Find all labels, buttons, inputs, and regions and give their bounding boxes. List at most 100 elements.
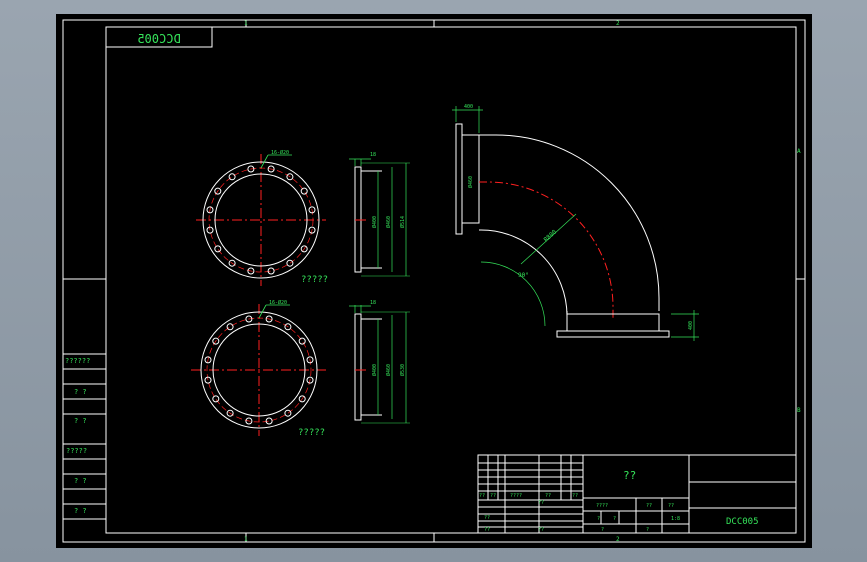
title-block-drawing-code: DCC005 — [726, 517, 759, 527]
bolt-hole — [247, 165, 255, 173]
tb-cell: ?? — [668, 503, 674, 509]
flange-inner-circle — [214, 173, 308, 267]
bolt-hole — [267, 165, 275, 173]
bolt-hole — [204, 356, 212, 364]
zone-label-bottom-1: 1 — [244, 536, 248, 543]
elbow-inner-wall — [479, 229, 568, 317]
bolt-hole — [212, 337, 220, 345]
tb-cell: ? — [601, 527, 604, 533]
left-strip-text-1: ? ? — [74, 388, 87, 396]
flange-bottom-caption: ????? — [298, 428, 325, 438]
flange-outer-circle — [200, 311, 318, 429]
bolt-hole — [228, 173, 236, 181]
bolt-hole — [228, 259, 236, 267]
left-strip-text-3: ????? — [66, 447, 87, 455]
bolt-hole — [267, 267, 275, 275]
bolt-hole — [286, 173, 294, 181]
bolt-hole — [300, 245, 308, 253]
radius-leader — [520, 213, 577, 265]
zone-label-bottom-2: 2 — [616, 536, 620, 543]
bolt-holes — [204, 315, 314, 425]
dim-top-2: Ø514 — [399, 216, 406, 228]
tb-cell: ?? — [479, 493, 485, 499]
flange-outer-circle — [202, 161, 320, 279]
flange-top-side-view[interactable]: 18 Ø400 Ø460 Ø514 — [349, 152, 410, 277]
tb-cell: ?? — [538, 527, 544, 533]
bolt-hole — [300, 187, 308, 195]
scale-value: 1:8 — [671, 516, 680, 522]
tb-cell: ???? — [596, 503, 608, 509]
outer-border — [62, 19, 806, 543]
elbow-flange-left-hub — [461, 134, 480, 224]
bolt-hole — [308, 226, 316, 234]
flange-profile — [354, 313, 362, 421]
tb-cell: ???? — [510, 493, 522, 499]
bolt-hole — [245, 417, 253, 425]
tb-cell: ?? — [484, 515, 490, 521]
elbow-radius-dim: R800 — [543, 228, 559, 243]
elbow-right-dim: 400 — [688, 321, 694, 330]
elbow-flange-bottom — [556, 330, 670, 338]
tb-cell: ?? — [538, 500, 544, 506]
tb-cell: ?? — [490, 493, 496, 499]
elbow-view[interactable]: 400 Ø460 R800 90° 400 — [452, 104, 699, 341]
bolt-hole — [284, 409, 292, 417]
zone-label-right-b: B — [797, 407, 801, 414]
bolt-hole — [212, 395, 220, 403]
tb-cell: ? — [597, 516, 600, 522]
elbow-flange-bottom-hub — [566, 313, 660, 332]
drawing-sheet: 1 2 1 2 A B DCC005 ?????? ? ? ? ? ????? … — [62, 19, 806, 543]
flange-bottom-side-view[interactable]: 18 Ø400 Ø460 Ø530 — [349, 300, 410, 424]
title-block-frame — [477, 454, 797, 534]
flange-top-thickness: 18 — [370, 152, 376, 158]
drawing-canvas[interactable]: 1 2 1 2 A B DCC005 ?????? ? ? ? ? ????? … — [56, 14, 812, 548]
inner-frame — [105, 26, 797, 534]
bolt-hole — [265, 315, 273, 323]
zone-label-right-a: A — [797, 148, 801, 155]
dim-bottom-2: Ø530 — [399, 364, 406, 376]
zone-label-top-2: 2 — [616, 20, 620, 27]
left-strip-text-0: ?????? — [65, 357, 90, 365]
bolt-hole — [226, 323, 234, 331]
bolt-hole — [245, 315, 253, 323]
bolt-holes — [206, 165, 316, 275]
left-strip-text-4: ? ? — [74, 477, 87, 485]
elbow-left-dim: Ø460 — [467, 176, 474, 188]
left-strip-text-2: ? ? — [74, 417, 87, 425]
bolt-hole — [265, 417, 273, 425]
bolt-hole — [214, 187, 222, 195]
bolt-hole — [298, 395, 306, 403]
bolt-hole — [214, 245, 222, 253]
elbow-angle-dim: 90° — [518, 272, 529, 279]
bolt-hole — [247, 267, 255, 275]
elbow-outer-wall — [479, 134, 660, 311]
bolt-hole — [206, 206, 214, 214]
flange-bottom-face-view[interactable]: 16-Ø20 ????? — [191, 299, 326, 438]
bolt-hole — [308, 206, 316, 214]
zone-label-top-1: 1 — [244, 20, 248, 27]
hole-leader — [258, 304, 267, 319]
dim-top-1: Ø460 — [385, 216, 392, 228]
flange-bottom-thickness: 18 — [370, 300, 376, 306]
drawing-code-mirrored: DCC005 — [137, 32, 180, 46]
drawing-code-box — [105, 26, 213, 48]
title-block-name: ?? — [623, 469, 636, 482]
tb-cell: ? — [646, 527, 649, 533]
bolt-hole — [284, 323, 292, 331]
left-strip-text-5: ? ? — [74, 507, 87, 515]
tb-cell: ?? — [572, 493, 578, 499]
bolt-hole — [306, 376, 314, 384]
bolt-hole — [298, 337, 306, 345]
hole-callout: 16-Ø20 — [269, 299, 287, 306]
elbow-top-dim: 400 — [464, 104, 473, 110]
bolt-hole — [206, 226, 214, 234]
bolt-hole — [226, 409, 234, 417]
elbow-centerline — [479, 181, 614, 318]
bolt-hole — [204, 376, 212, 384]
bolt-circle — [208, 167, 314, 273]
hole-callout: 16-Ø20 — [271, 149, 289, 156]
flange-top-caption: ????? — [301, 275, 328, 285]
tb-cell: ?? — [484, 527, 490, 533]
flange-top-face-view[interactable]: 16-Ø20 ????? — [196, 149, 328, 286]
dim-bottom-1: Ø460 — [385, 364, 392, 376]
